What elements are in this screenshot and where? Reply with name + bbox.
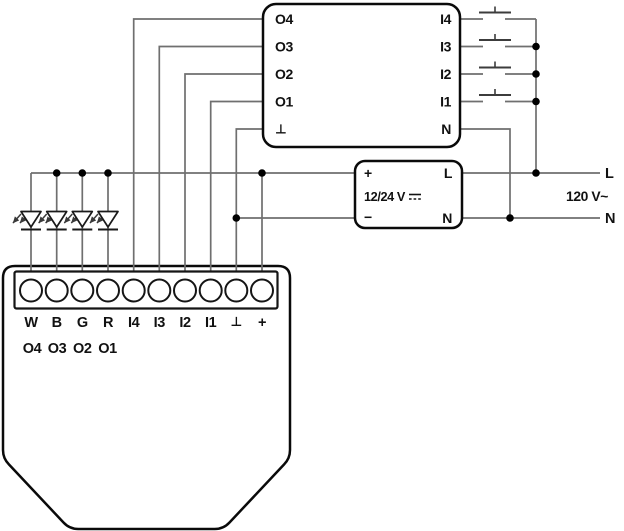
led-g [63,210,94,231]
psu-voltage-label: 12/24 V [364,190,406,204]
wire-o4-i4 [132,18,263,272]
terminal-label-ground: ⊥ [275,122,286,137]
junction-dot [532,169,540,177]
terminal-label-i3: I3 [154,315,166,331]
output-label-o4: O4 [23,341,42,357]
junction-dot [506,214,514,222]
power-supply-body [353,159,464,230]
top-module: O4 O3 O2 O1 ⊥ I4 I3 I2 I1 N [261,2,462,149]
mains-neutral-label: N [605,211,615,227]
junction-dot [52,169,61,177]
output-label-o3: O3 [48,341,67,357]
terminal-label-o3: O3 [275,39,293,55]
junction-dot [232,214,241,222]
led-b [38,210,68,231]
mains-voltage-label: 120 V~ [566,188,608,204]
terminal-screw[interactable] [198,278,223,303]
junction-dots [52,42,540,222]
terminal-label-i2: I2 [440,66,451,82]
wire-ground [235,128,263,272]
terminal-label-i4: I4 [128,315,140,331]
led-light-arrow [12,213,22,224]
psu-neutral-label: N [442,210,452,226]
terminal-label-i2: I2 [179,315,191,331]
terminal-screw[interactable] [147,278,172,303]
mains-labels: L 120 V~ N [566,166,615,227]
mains-wires [462,172,600,219]
controller-terminal-labels: W B G R I4 I3 I2 I1 ⊥ + O4 O3 O2 O1 [23,314,267,357]
terminal-screw[interactable] [224,278,249,303]
junction-dot [78,169,87,177]
top-module-body [261,2,462,149]
terminal-label-i3: I3 [440,39,451,55]
led-light-arrow [89,213,99,224]
power-supply: + 12/24 V − L N [353,159,464,230]
junction-dot [532,70,540,78]
terminal-label-o1: O1 [275,94,293,110]
terminal-label-r: R [103,315,114,331]
led-light-arrow [38,213,48,224]
mains-line-label: L [605,166,614,182]
terminal-label-g: G [77,315,88,331]
psu-line-label: L [444,165,453,181]
led-w [12,210,42,231]
terminal-strip [13,270,279,310]
terminal-label-w: W [24,315,38,331]
terminal-screw[interactable] [96,278,120,303]
push-buttons [479,6,511,96]
terminal-label-i1: I1 [205,315,217,331]
led-light-arrow [63,213,73,224]
led-diode-icon [45,210,68,228]
terminal-label-o2: O2 [275,66,293,82]
led-r [89,210,119,231]
terminal-screw[interactable] [121,278,146,303]
push-button-i2[interactable] [479,61,511,69]
junction-dot [258,169,266,177]
led-diode-icon [97,210,119,228]
rgbw-controller [1,264,292,531]
terminal-screw[interactable] [44,278,69,303]
led-diode-icon [20,210,42,228]
terminal-screw[interactable] [173,278,197,303]
push-button-i3[interactable] [479,34,511,41]
input-switch-wires [460,18,537,218]
wire-module-neutral [460,128,511,218]
junction-dot [532,42,540,51]
output-to-input-wires [132,18,263,272]
psu-plus-label: + [364,165,372,181]
output-label-o1: O1 [98,341,117,357]
psu-minus-label: − [364,209,372,225]
push-button-i1[interactable] [479,89,511,96]
wire-o3-i3 [158,45,263,272]
led-diode-icon [71,210,94,228]
led-symbols [12,210,119,231]
terminal-label-o4: O4 [275,11,293,27]
terminal-label-i4: I4 [440,11,451,27]
output-label-o2: O2 [73,341,92,357]
terminal-label-plus: + [258,315,266,331]
terminal-screw[interactable] [70,278,95,303]
junction-dot [104,169,112,177]
controller-body [1,264,292,531]
terminal-screw[interactable] [19,278,43,303]
terminal-screw[interactable] [250,278,274,303]
push-button-i4[interactable] [479,6,511,14]
wire-o1-i1 [209,100,263,272]
wire-o2-i2 [184,73,263,272]
terminal-label-ground: ⊥ [231,314,242,329]
dc-symbol-icon [409,193,421,200]
junction-dot [532,97,540,106]
terminal-label-i1: I1 [440,94,451,110]
terminal-label-n: N [441,121,451,137]
terminal-label-b: B [52,315,62,331]
